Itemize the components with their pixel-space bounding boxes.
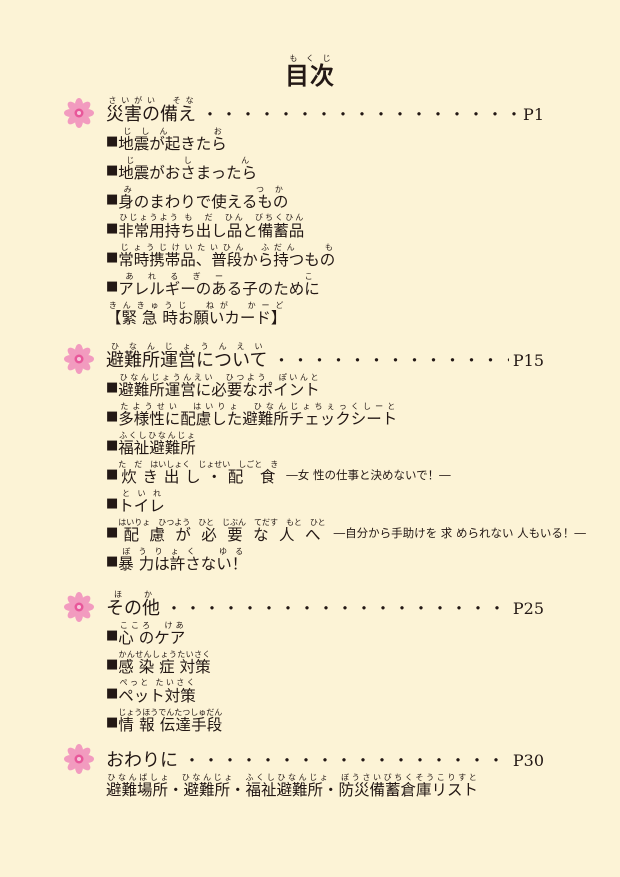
toc-item-card[interactable]: 【緊 急 時お願いカード】きんきゅうじ ねが かーど <box>106 301 287 327</box>
toc-section-disaster-prep: 災害の備えさいがい そな ・・・・・・・・・・・・・・・・・ P1 ■地震が起き… <box>64 96 544 333</box>
toc-item[interactable]: ■避難所運営に必要なポイントひなんじょうんえい ひつよう ぽいんと <box>106 373 320 399</box>
section-title[interactable]: 避難所運営についてひなんじょうんえい <box>106 342 268 371</box>
page-number: P25 <box>512 599 544 618</box>
page-number: P30 <box>512 751 544 770</box>
toc-item[interactable]: ■情 報 伝達手段じょうほうでんたつしゅだん <box>106 708 223 734</box>
toc-item[interactable]: ■地震が起きたらじしん お <box>106 127 227 153</box>
toc-section-shelter-operation: 避難所運営についてひなんじょうんえい ・・・・・・・・・・・・・ P15 ■避難… <box>64 342 586 579</box>
page-number: P1 <box>523 105 544 124</box>
leader-dots: ・・・・・・・・・・・・・ <box>273 351 509 370</box>
toc-item[interactable]: ■暴 力は許さない！ぼうりょく ゆる <box>106 547 248 573</box>
flower-icon <box>64 344 94 374</box>
toc-item[interactable]: ■心 のケアこころ けあ <box>106 621 186 647</box>
toc-item[interactable]: ■トイレといれ <box>106 489 165 515</box>
item-note: ―自分から手助けを 求 められない 人もいる！― <box>333 526 586 540</box>
section-title[interactable]: その他ほか <box>106 590 160 619</box>
toc-section-closing: おわりに ・・・・・・・・・・・・・・・・・・ P30 避難場所・避難所・福祉避… <box>64 744 544 805</box>
toc-item[interactable]: ■多様性に配慮した避難所チェックシートたようせい はいりょ ひなんじょちぇっくし… <box>106 402 398 428</box>
toc-section-other: その他ほか ・・・・・・・・・・・・・・・・・・・ P25 ■心 のケアこころ … <box>64 590 544 740</box>
toc-item[interactable]: ■非常用持ち出し品と備蓄品ひじょうよう も だ ひん びちくひん <box>106 213 305 240</box>
item-note: ―女 性の仕事と決めないで！― <box>286 468 451 482</box>
toc-item[interactable]: ■炊き出し・配 食た だ はいしょく じょせい しごと き―女 性の仕事と決めな… <box>106 460 544 492</box>
toc-item-list[interactable]: 避難場所・避難所・福祉避難所・防災備蓄倉庫リストひなんばしょ ひなんじょ ふくし… <box>106 773 479 799</box>
page-title: 目次もくじ <box>285 54 335 90</box>
toc-item[interactable]: ■身のまわりで使えるものみ つか <box>106 185 289 211</box>
flower-icon <box>64 98 94 128</box>
toc-item[interactable]: ■配慮が必要な人へはいりょ ひつよう ひと じぶん てだす もと ひと―自分から… <box>106 518 586 550</box>
toc-item[interactable]: ■アレルギーのある子のためにあれるぎー こ <box>106 272 320 298</box>
flower-icon <box>64 592 94 622</box>
leader-dots: ・・・・・・・・・・・・・・・・・・・ <box>166 599 509 618</box>
leader-dots: ・・・・・・・・・・・・・・・・・ <box>202 105 520 124</box>
section-title[interactable]: おわりに <box>106 750 178 771</box>
toc-item[interactable]: ■ペット対策ぺっと たいさく <box>106 678 196 705</box>
toc-item[interactable]: ■感 染 症 対策かんせんしょうたいさく <box>106 650 211 676</box>
toc-item[interactable]: ■地震がおさまったらじしん <box>106 156 258 182</box>
toc-item[interactable]: ■常時携帯品、普段から持つものじょうじけいたいひん ふだん も <box>106 243 336 269</box>
page-number: P15 <box>512 351 544 370</box>
leader-dots: ・・・・・・・・・・・・・・・・・・ <box>184 751 509 770</box>
flower-icon <box>64 744 94 774</box>
section-title[interactable]: 災害の備えさいがい そな <box>106 96 196 125</box>
toc-item[interactable]: ■福祉避難所ふくしひなんじょ <box>106 431 196 457</box>
